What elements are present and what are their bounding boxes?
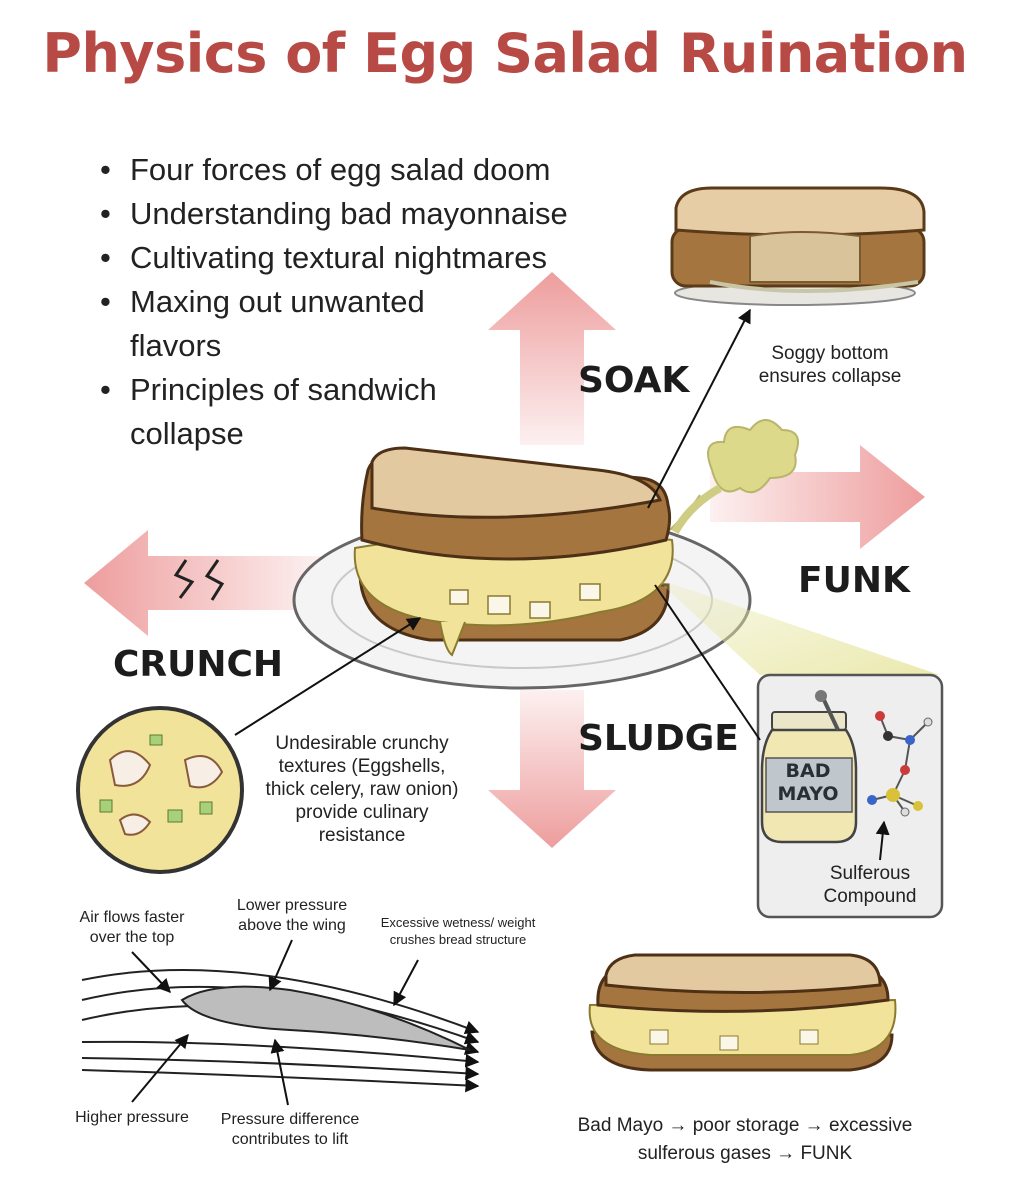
sulferous-note: Sulferous Compound	[823, 863, 917, 907]
soak-label: SOAK	[578, 360, 690, 401]
bullet-item: Maxing out unwanted flavors	[100, 280, 490, 368]
zoom-beam	[655, 578, 940, 675]
funk-label: FUNK	[798, 560, 910, 601]
mayo-jar-icon	[760, 690, 858, 844]
crack-icon	[173, 559, 195, 599]
crunch-arrow	[84, 530, 320, 636]
airfoil-faster-label: Air flows faster over the top	[79, 909, 185, 946]
crunch-label: CRUNCH	[113, 644, 284, 685]
bullet-list: Four forces of egg salad doom Understand…	[100, 148, 660, 456]
soak-arrow	[488, 272, 616, 445]
funk-chain-note: Bad Mayo → poor storage → excessive sulf…	[577, 1115, 913, 1164]
soggy-sandwich-illustration	[670, 186, 926, 306]
jar-label: BAD MAYO	[777, 760, 839, 805]
soggy-note: Soggy bottom ensures collapse	[758, 343, 902, 387]
egg-salad-sandwich	[353, 446, 674, 657]
wing-shape	[180, 985, 471, 1051]
airfoil-diagram	[81, 968, 480, 1093]
airfoil-difference-label: Pressure difference contributes to lift	[220, 1111, 360, 1148]
bullet-item: Principles of sandwich collapse	[100, 368, 500, 456]
funk-sandwich-illustration	[588, 953, 897, 1072]
bullet-item: Cultivating textural nightmares	[100, 236, 660, 280]
airfoil-higher-label: Higher pressure	[75, 1109, 189, 1126]
airfoil-lower-label: Lower pressure above the wing	[236, 897, 348, 934]
bullet-item: Understanding bad mayonnaise	[100, 192, 660, 236]
bullet-item: Four forces of egg salad doom	[100, 148, 660, 192]
airfoil-wetness-label: Excessive wetness/ weight crushes bread …	[380, 915, 536, 947]
sludge-label: SLUDGE	[578, 718, 739, 759]
crunchy-magnifier	[76, 706, 244, 874]
crack-icon	[204, 559, 225, 601]
crunchy-note: Undesirable crunchy textures (Eggshells,…	[265, 733, 459, 846]
sludge-arrow	[488, 690, 616, 848]
funk-arrow	[710, 445, 925, 549]
page-title: Physics of Egg Salad Ruination	[42, 22, 968, 85]
